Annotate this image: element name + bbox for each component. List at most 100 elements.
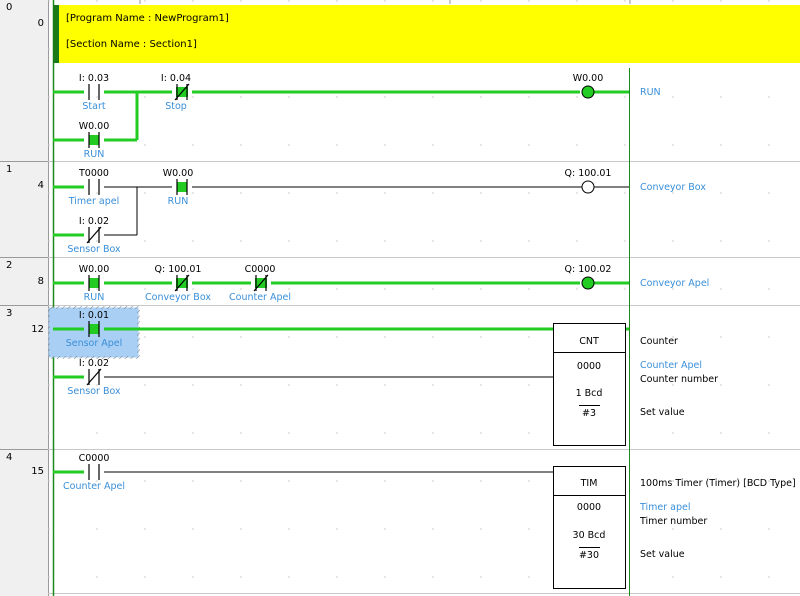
coil-comment: Conveyor Box (640, 182, 706, 193)
block-set-value: 1 Bcd (576, 388, 603, 399)
rung-0[interactable]: I: 0.03 Start I: 0.04 Stop W0.00 RUN W0.… (53, 73, 661, 160)
rung-number: 1 (6, 164, 13, 175)
contact-start[interactable]: I: 0.03 Start (79, 73, 109, 112)
section-name: [Section Name : Section1] (66, 39, 197, 50)
coil-address: W0.00 (573, 73, 604, 84)
contact-comment: Sensor Box (67, 386, 121, 397)
rung-0-wires (53, 90, 629, 142)
operand-comment: Counter Apel (640, 360, 702, 371)
step-number: 15 (31, 466, 44, 477)
coil-conveyor-apel[interactable]: Q: 100.02 Conveyor Apel (565, 264, 710, 290)
contact-comment: Sensor Box (67, 244, 121, 255)
contact-address: I: 0.03 (79, 73, 109, 84)
coil-conveyor-box[interactable]: Q: 100.01 Conveyor Box (565, 168, 707, 194)
block-frame (553, 466, 626, 589)
contact-conveyor-box-nc[interactable]: Q: 100.01 Conveyor Box (145, 264, 211, 303)
contact-comment: Conveyor Box (145, 292, 211, 303)
contact-comment: Start (82, 101, 105, 112)
coil-comment: RUN (640, 87, 661, 98)
contact-run[interactable]: W0.00 RUN (79, 264, 110, 303)
contact-address: I: 0.01 (79, 310, 109, 321)
contact-run-latch[interactable]: W0.00 RUN (79, 121, 110, 160)
coil-comment: Conveyor Apel (640, 278, 709, 289)
set-value-description: Set value (640, 549, 685, 560)
contact-comment: RUN (84, 149, 105, 160)
header-marker (53, 5, 59, 63)
contact-comment: Sensor Apel (66, 338, 123, 349)
contact-sensor-box-nc[interactable]: I: 0.02 Sensor Box (67, 216, 121, 255)
header-background (53, 5, 800, 63)
instruction-title: Counter (640, 336, 678, 347)
contact-address: T0000 (78, 168, 109, 179)
ladder-canvas[interactable]: [Program Name : NewProgram1] [Section Na… (48, 0, 800, 596)
rung-number: 0 (6, 2, 13, 13)
step-number: 0 (37, 18, 44, 29)
step-number: 4 (37, 180, 44, 191)
rung-3-wires (53, 327, 629, 379)
operand-description: Timer number (639, 516, 707, 527)
rung-1-wires (53, 185, 629, 237)
contact-counter-apel-nc[interactable]: C0000 Counter Apel (229, 264, 291, 303)
contact-address: W0.00 (79, 264, 110, 275)
instruction-title: 100ms Timer (Timer) [BCD Type] (640, 478, 796, 489)
contact-timer-apel[interactable]: T0000 Timer apel (68, 168, 120, 207)
contact-comment: Counter Apel (229, 292, 291, 303)
coil-address: Q: 100.01 (565, 168, 612, 179)
grid-dots (48, 0, 800, 596)
contact-comment: RUN (168, 196, 189, 207)
rung-gutter: 0 0 1 4 2 8 3 12 4 15 (0, 0, 49, 596)
section-header[interactable]: [Program Name : NewProgram1] [Section Na… (53, 5, 800, 63)
coil-address: Q: 100.02 (565, 264, 612, 275)
contact-sensor-box-nc[interactable]: I: 0.02 Sensor Box (67, 358, 121, 397)
step-number: 8 (37, 276, 44, 287)
contact-counter-apel[interactable]: C0000 Counter Apel (63, 453, 125, 492)
contact-address: C0000 (79, 453, 110, 464)
contact-stop-nc[interactable]: I: 0.04 Stop (161, 73, 191, 112)
program-name: [Program Name : NewProgram1] (66, 13, 229, 24)
gutter-rung-0[interactable]: 0 0 (0, 0, 48, 162)
contact-comment: Timer apel (68, 196, 120, 207)
rung-2[interactable]: W0.00 RUN Q: 100.01 Conveyor Box C0000 C… (53, 264, 709, 303)
contact-address: I: 0.04 (161, 73, 191, 84)
cnt-block[interactable]: CNT 0000 1 Bcd #3 (553, 323, 626, 446)
tim-block[interactable]: TIM 0000 30 Bcd #30 (553, 466, 626, 589)
block-instruction: TIM (580, 478, 598, 489)
block-number: 0000 (577, 502, 601, 513)
step-number: 12 (31, 324, 44, 335)
gutter-rung-4[interactable]: 4 15 (0, 450, 48, 596)
contact-comment: Counter Apel (63, 481, 125, 492)
contact-run[interactable]: W0.00 RUN (163, 168, 194, 207)
gutter-rung-3[interactable]: 3 12 (0, 306, 48, 450)
operand-comment: Timer apel (639, 502, 691, 513)
contact-address: Q: 100.01 (155, 264, 202, 275)
rung-1[interactable]: T0000 Timer apel W0.00 RUN I: 0.02 Senso… (53, 168, 706, 255)
contact-comment: RUN (84, 292, 105, 303)
rung-3[interactable]: I: 0.01 Sensor Apel I: 0.02 Sensor Box C… (48, 306, 719, 446)
tim-description: 100ms Timer (Timer) [BCD Type] Timer ape… (639, 478, 796, 560)
block-number: 0000 (577, 361, 601, 372)
contact-comment: Stop (165, 101, 187, 112)
contact-address: W0.00 (163, 168, 194, 179)
operand-description: Counter number (640, 374, 718, 385)
rung-number: 3 (6, 308, 13, 319)
block-set-constant: #30 (579, 550, 599, 561)
rung-number: 4 (6, 452, 13, 463)
block-set-constant: #3 (582, 408, 596, 419)
block-instruction: CNT (579, 336, 599, 347)
set-value-description: Set value (640, 407, 685, 418)
contact-address: I: 0.02 (79, 358, 109, 369)
gutter-rung-1[interactable]: 1 4 (0, 162, 48, 258)
rung-4[interactable]: C0000 Counter Apel TIM 0000 30 Bcd #30 1… (53, 453, 796, 589)
contact-address: C0000 (245, 264, 276, 275)
contact-address: I: 0.02 (79, 216, 109, 227)
top-ruler-ticks (139, 0, 631, 4)
block-set-value: 30 Bcd (573, 530, 606, 541)
coil-run[interactable]: W0.00 RUN (573, 73, 661, 99)
contact-address: W0.00 (79, 121, 110, 132)
rung-number: 2 (6, 260, 13, 271)
rung-separators (48, 161, 800, 594)
gutter-rung-2[interactable]: 2 8 (0, 258, 48, 306)
cnt-description: Counter Counter Apel Counter number Set … (640, 336, 718, 418)
contact-sensor-apel[interactable]: I: 0.01 Sensor Apel (66, 310, 123, 349)
block-frame (553, 323, 626, 446)
